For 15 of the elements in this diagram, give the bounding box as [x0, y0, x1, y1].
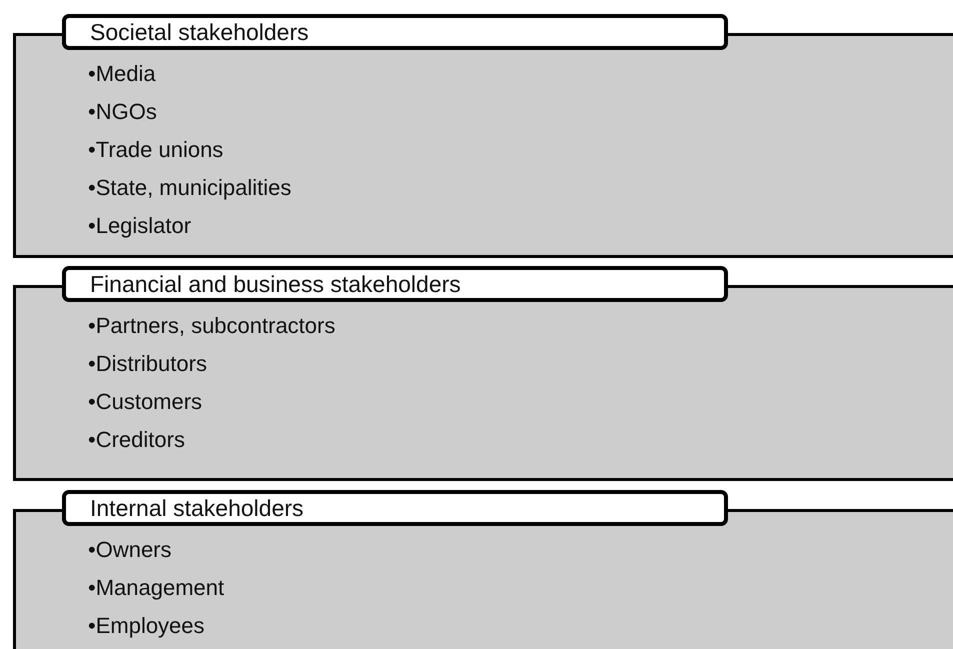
list-item: •Customers: [88, 389, 202, 415]
list-item: •Media: [88, 61, 156, 87]
list-item: •Management: [88, 575, 224, 601]
section-heading: Internal stakeholders: [62, 490, 728, 526]
list-item: •State, municipalities: [88, 175, 292, 201]
list-item: •Distributors: [88, 351, 207, 377]
list-item: •Owners: [88, 537, 172, 563]
list-item: •Creditors: [88, 427, 185, 453]
list-item: •Employees: [88, 613, 205, 639]
list-item: •Trade unions: [88, 137, 224, 163]
section-heading: Financial and business stakeholders: [62, 266, 728, 302]
section-heading: Societal stakeholders: [62, 14, 728, 50]
list-item: •Legislator: [88, 213, 192, 239]
list-item: •NGOs: [88, 99, 157, 125]
list-item: •Partners, subcontractors: [88, 313, 336, 339]
